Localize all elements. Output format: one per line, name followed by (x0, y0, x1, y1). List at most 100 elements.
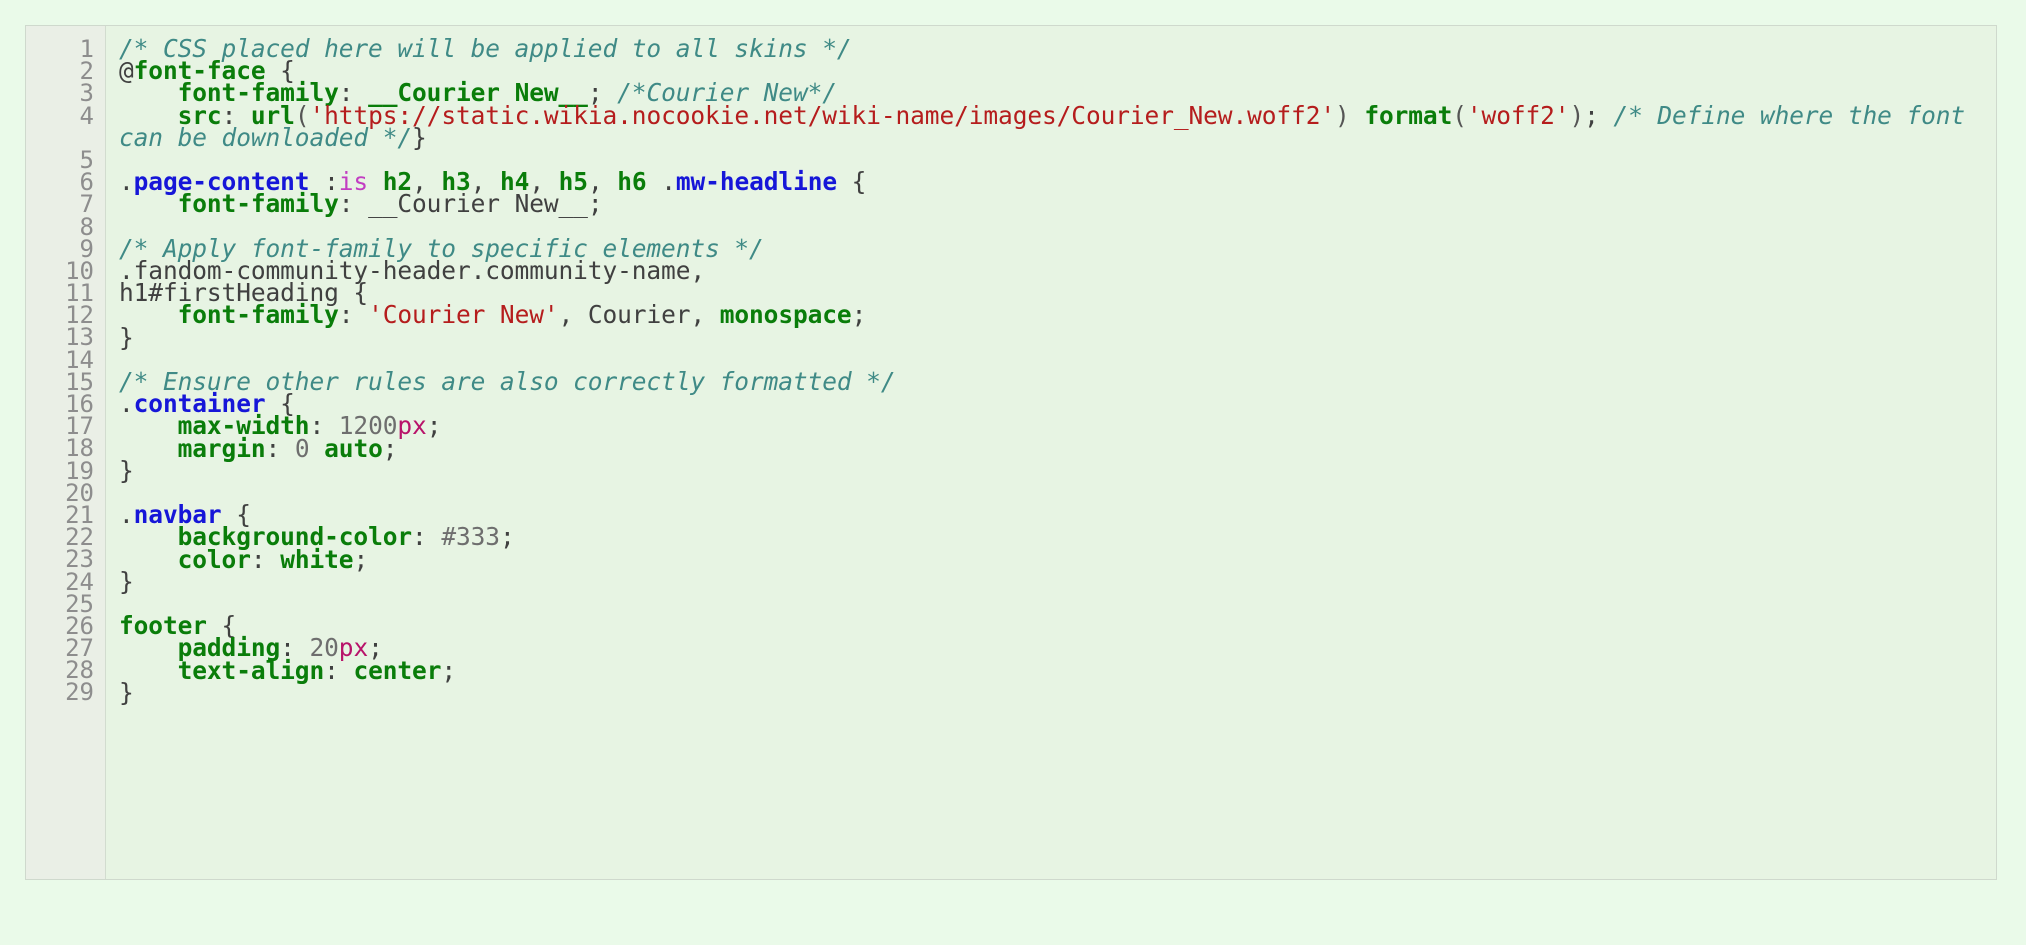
code-token-plain: { (837, 167, 867, 197)
code-line[interactable]: text-align: center; (119, 658, 1996, 683)
code-token-plain: . (646, 167, 676, 197)
code-token-plain: { (265, 56, 295, 86)
code-line[interactable]: .fandom-community-header.community-name, (119, 258, 1996, 283)
code-line[interactable]: padding: 20px; (119, 636, 1996, 661)
code-token-keyword: white (280, 544, 354, 574)
code-token-prop: color (177, 544, 251, 574)
code-token-func: format (1364, 100, 1453, 130)
code-text-area[interactable]: /* CSS placed here will be applied to al… (106, 26, 1996, 879)
code-token-string: 'https://static.wikia.nocookie.net/wiki-… (309, 100, 1336, 130)
line-number: 8 (79, 212, 94, 241)
code-line[interactable]: src: url('https://static.wikia.nocookie.… (119, 103, 1996, 152)
code-token-plain: ; (587, 189, 603, 219)
code-line[interactable] (119, 593, 1996, 615)
code-line[interactable] (119, 482, 1996, 504)
code-token-plain: : (309, 411, 339, 441)
code-token-plain: : (412, 522, 442, 552)
code-token-plain: : (221, 100, 251, 130)
code-line[interactable]: font-family: __Courier New__; (119, 192, 1996, 217)
code-line[interactable]: } (119, 458, 1996, 483)
code-line[interactable]: .page-content :is h2, h3, h4, h5, h6 .mw… (119, 169, 1996, 194)
code-token-number: 20 (309, 633, 339, 663)
code-line[interactable]: footer { (119, 614, 1996, 639)
code-token-tag: h2 (382, 167, 413, 197)
code-line[interactable]: /* Ensure other rules are also correctly… (119, 369, 1996, 394)
code-token-plain: : (338, 189, 369, 219)
code-token-comment: /* Apply font-family to specific element… (119, 233, 764, 263)
line-number: 1 (79, 35, 94, 63)
code-token-prop: font-family (177, 300, 339, 330)
line-number: 10 (65, 256, 94, 285)
line-number: 7 (79, 190, 94, 219)
code-token-plain: } (119, 566, 134, 596)
code-line[interactable]: font-family: 'Courier New', Courier, mon… (119, 303, 1996, 328)
code-line[interactable]: max-width: 1200px; (119, 414, 1996, 439)
code-token-prop: font-family (177, 189, 339, 219)
line-number: 11 (65, 279, 94, 308)
code-token-keyword: auto (324, 433, 383, 463)
code-token-plain: ; (499, 522, 515, 552)
code-token-tag: h3 (441, 167, 471, 197)
code-token-plain: ; (382, 433, 398, 463)
code-token-class: container (133, 389, 266, 419)
code-token-plain: , (529, 167, 559, 197)
code-token-comment: /*Courier New*/ (617, 78, 837, 108)
code-token-pseudo: is (338, 167, 369, 197)
code-token-tag: h4 (500, 167, 530, 197)
line-number: 18 (65, 434, 94, 463)
code-token-plain: , (558, 300, 588, 330)
code-token-plain: @ (119, 56, 134, 86)
code-token-keyword: center (353, 655, 442, 685)
line-number: 20 (65, 478, 94, 507)
code-line[interactable]: background-color: #333; (119, 525, 1996, 550)
line-number: 23 (65, 545, 94, 574)
line-number: 9 (79, 234, 94, 263)
code-token-plain: ; (353, 544, 369, 574)
code-token-plain: , (470, 167, 500, 197)
code-token-plain: , (690, 300, 720, 330)
code-token-tag: h5 (558, 167, 588, 197)
code-token-atrule: font-face (133, 56, 266, 86)
line-number: 6 (79, 168, 94, 197)
line-number: 24 (65, 567, 94, 596)
line-number: 3 (79, 79, 94, 108)
code-line[interactable]: @font-face { (119, 58, 1996, 83)
code-token-comment: /* CSS placed here will be applied to al… (119, 34, 852, 63)
code-line[interactable]: font-family: __Courier New__; /*Courier … (119, 81, 1996, 106)
line-number: 17 (65, 412, 94, 441)
code-token-atrule: __Courier New__ (368, 78, 588, 108)
code-line[interactable]: h1#firstHeading { (119, 280, 1996, 305)
code-token-plain: } (412, 122, 427, 152)
code-token-plain: , (412, 167, 442, 197)
code-token-value: __Courier New__ (368, 189, 588, 219)
code-token-punct: ) (1569, 100, 1585, 130)
line-number: 4 (79, 101, 94, 130)
code-token-number: 1200 (338, 411, 398, 441)
code-token-plain: ; (426, 411, 442, 441)
code-token-number: 0 (294, 433, 310, 463)
code-line[interactable]: } (119, 325, 1996, 350)
line-number: 19 (65, 456, 94, 485)
code-line[interactable]: color: white; (119, 547, 1996, 572)
code-line[interactable]: } (119, 569, 1996, 594)
line-number: 22 (65, 523, 94, 552)
code-line[interactable]: /* Apply font-family to specific element… (119, 236, 1996, 261)
code-line[interactable]: .navbar { (119, 503, 1996, 528)
code-token-tag: h6 (617, 167, 647, 197)
line-number: 15 (65, 367, 94, 396)
code-token-prop: text-align (177, 655, 325, 685)
code-token-unit: px (338, 633, 369, 663)
code-line[interactable]: /* CSS placed here will be applied to al… (119, 36, 1996, 61)
line-number: 14 (65, 345, 94, 374)
code-token-class: page-content (133, 167, 310, 197)
code-line[interactable]: } (119, 680, 1996, 705)
code-token-punct: ( (294, 100, 310, 130)
code-line[interactable]: margin: 0 auto; (119, 436, 1996, 461)
code-token-plain: . (119, 389, 134, 419)
code-line[interactable]: .container { (119, 392, 1996, 417)
code-token-plain: } (119, 455, 134, 485)
line-number: 16 (65, 390, 94, 418)
code-token-plain: h1#firstHeading { (119, 278, 369, 308)
